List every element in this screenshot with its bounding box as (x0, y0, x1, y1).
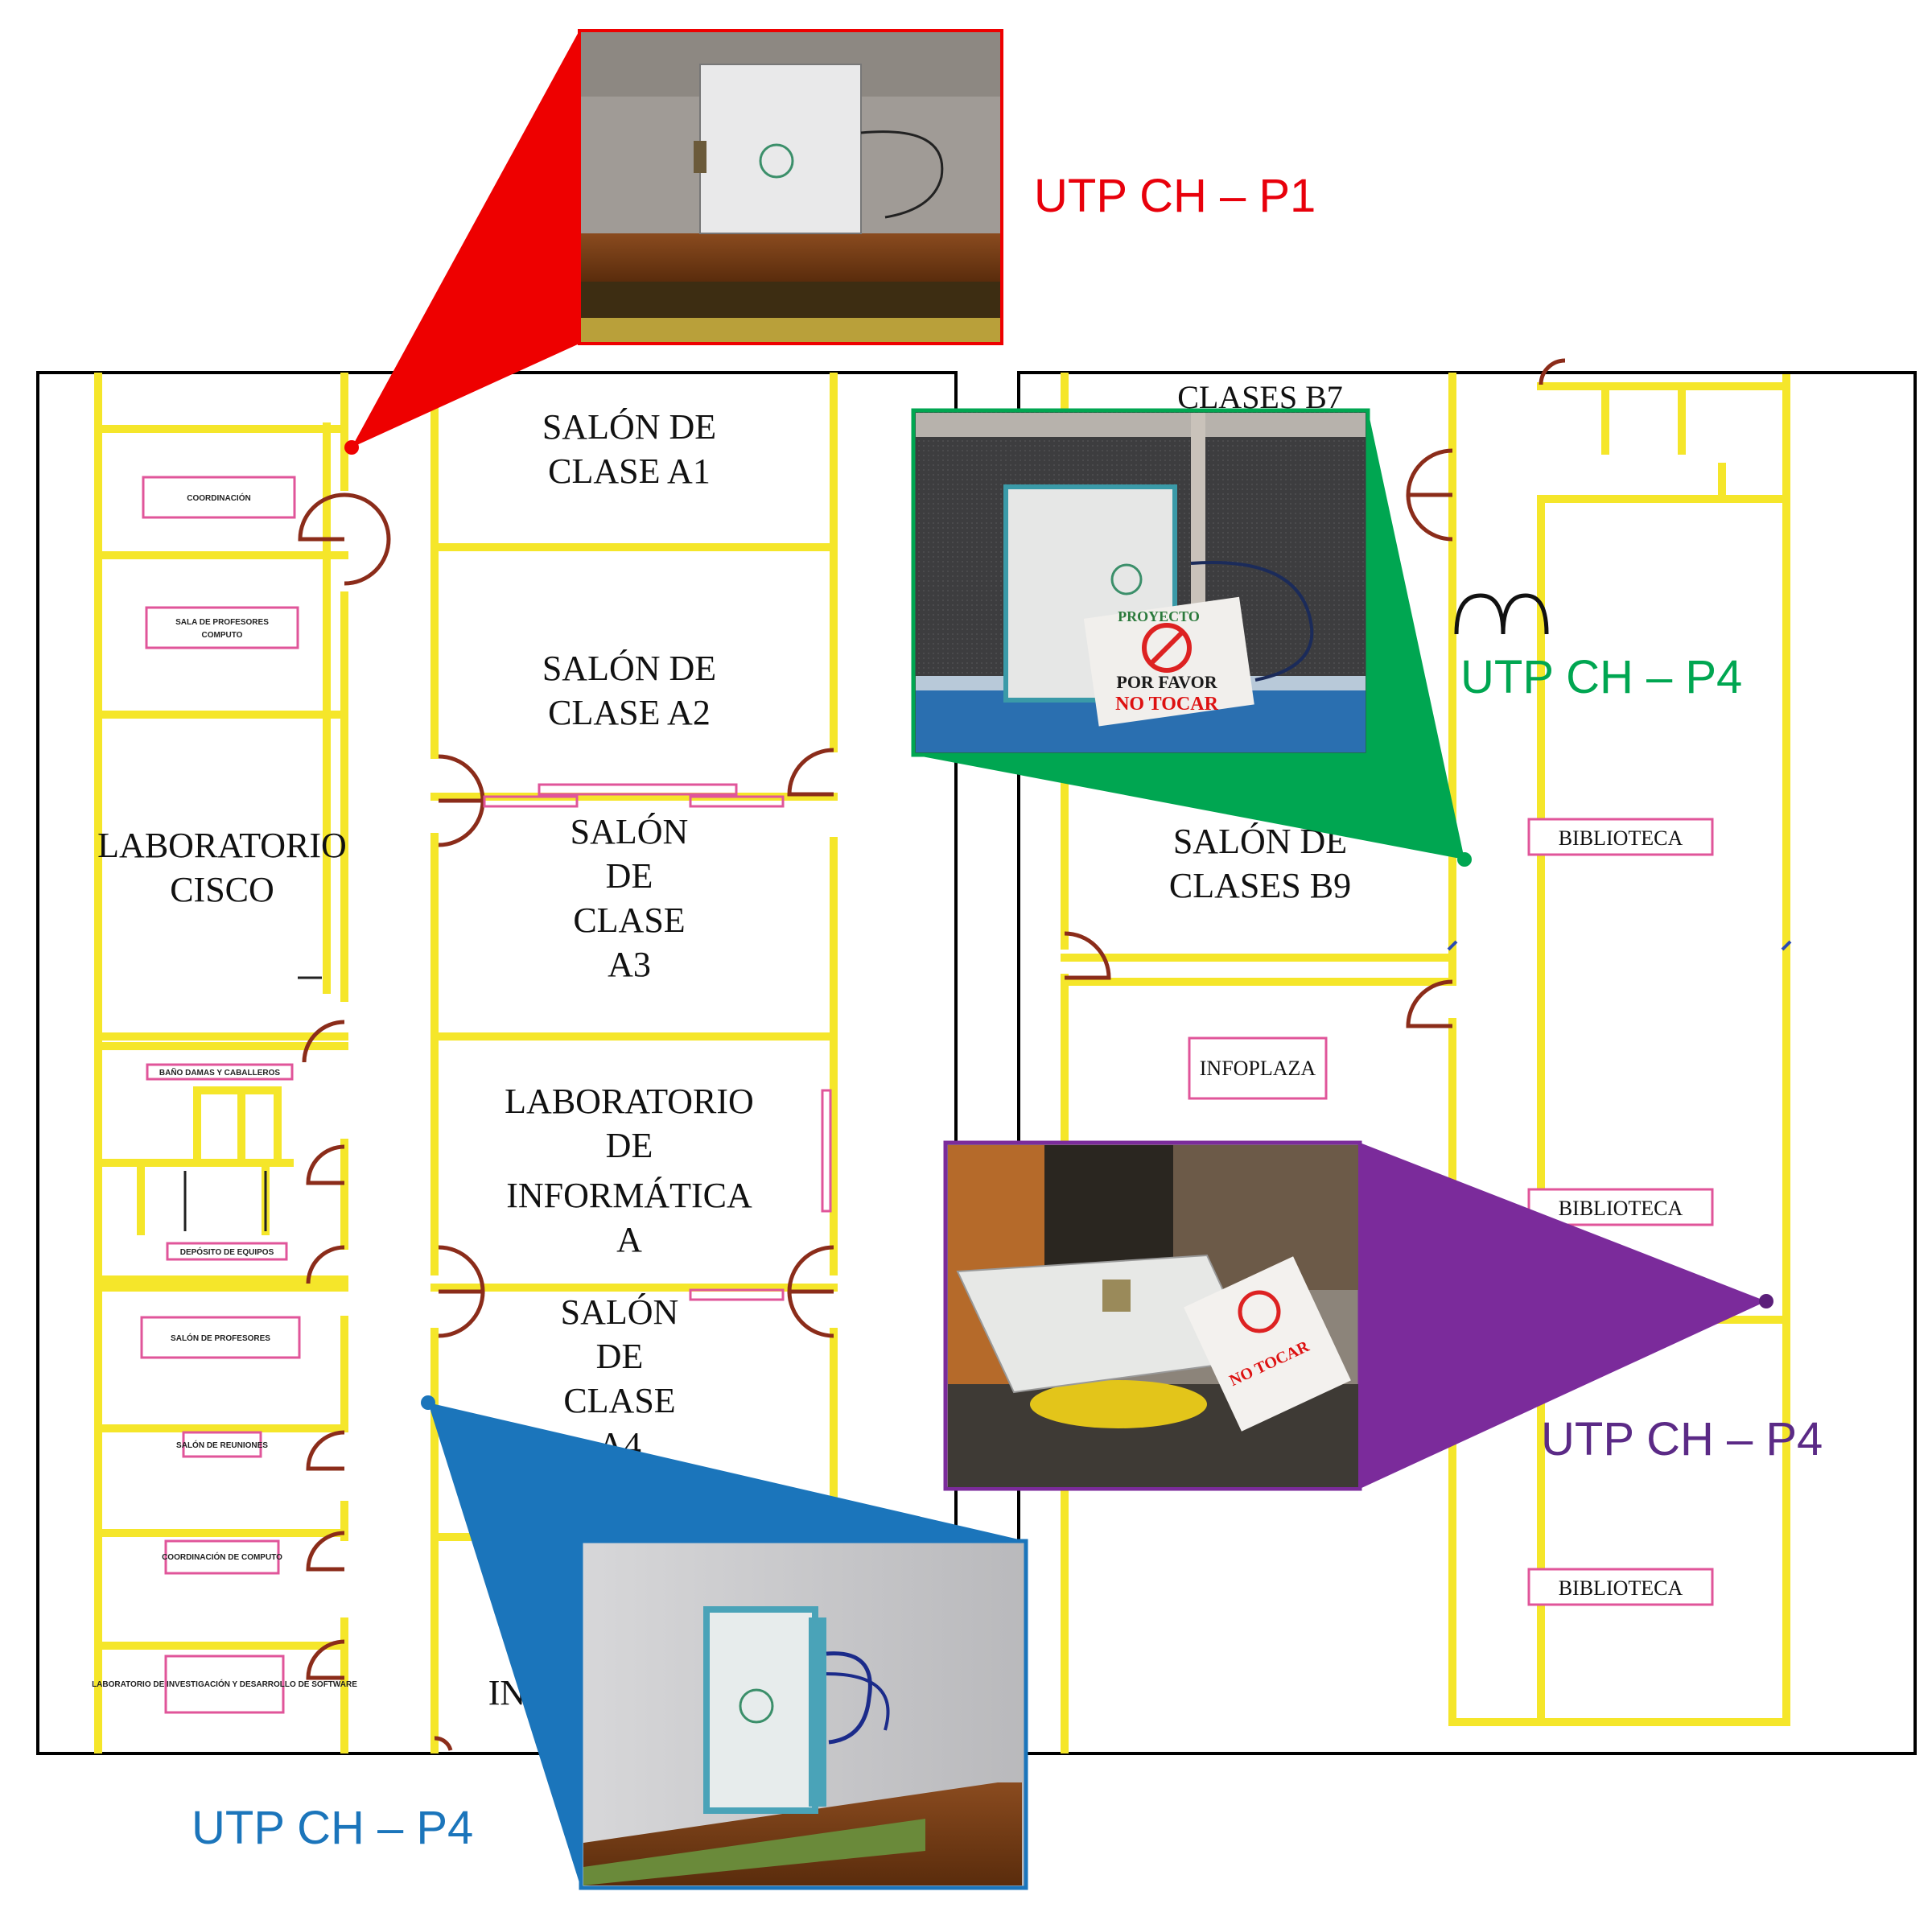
svg-text:INFOPLAZA: INFOPLAZA (1200, 1057, 1316, 1080)
room-label-b9: SALÓN DE CLASES B9 (1169, 822, 1351, 905)
svg-text:LABORATORIO: LABORATORIO (97, 826, 347, 865)
svg-text:BIBLIOTECA: BIBLIOTECA (1559, 826, 1683, 850)
svg-text:A: A (616, 1220, 642, 1259)
svg-text:COORDINACIÓN: COORDINACIÓN (187, 492, 250, 503)
callout-label-p1: UTP CH – P1 (1034, 170, 1316, 222)
svg-text:CLASE: CLASE (563, 1381, 675, 1420)
small-tag-labels: COORDINACIÓN SALA DE PROFESORES COMPUTO … (92, 492, 357, 1689)
small-tags-left (140, 476, 301, 1714)
svg-text:SALÓN DE PROFESORES: SALÓN DE PROFESORES (171, 1333, 270, 1343)
svg-text:SALÓN DE REUNIONES: SALÓN DE REUNIONES (176, 1440, 268, 1450)
svg-text:CLASES B9: CLASES B9 (1169, 866, 1351, 905)
room-label-cisco: LABORATORIO CISCO (97, 826, 347, 909)
right-building-frame (1017, 371, 1917, 1755)
left-building-doors (298, 492, 834, 1751)
tag-biblioteca-1: BIBLIOTECA (1527, 818, 1714, 856)
svg-text:COMPUTO: COMPUTO (202, 631, 243, 640)
tag-biblioteca-3: BIBLIOTECA (1527, 1568, 1714, 1606)
room-label-a2: SALÓN DE CLASE A2 (542, 649, 716, 732)
svg-text:PROYECTO: PROYECTO (1118, 608, 1200, 624)
device-sign-green: PROYECTO POR FAVOR NO TOCAR (1083, 596, 1254, 727)
svg-text:CLASE A2: CLASE A2 (548, 693, 711, 732)
svg-text:CLASE: CLASE (573, 900, 685, 940)
room-label-lab-informatica: LABORATORIO DE INFORMÁTICA A (505, 1082, 754, 1259)
svg-text:BAÑO DAMAS Y CABALLEROS: BAÑO DAMAS Y CABALLEROS (159, 1067, 281, 1078)
svg-text:SALÓN DE: SALÓN DE (542, 407, 716, 447)
svg-text:DE: DE (606, 1126, 653, 1165)
svg-text:BIBLIOTECA: BIBLIOTECA (1559, 1576, 1683, 1600)
svg-text:DE: DE (596, 1337, 644, 1376)
callout-green: PROYECTO POR FAVOR NO TOCAR (911, 408, 1472, 867)
svg-text:POR FAVOR: POR FAVOR (1116, 672, 1217, 692)
double-door-symbol (1454, 593, 1549, 635)
right-building-doors (1064, 358, 1566, 1028)
callout-label-blue: UTP CH – P4 (192, 1802, 474, 1854)
callout-label-green: UTP CH – P4 (1460, 651, 1743, 703)
svg-text:CLASE A1: CLASE A1 (548, 451, 711, 491)
svg-text:NO TOCAR: NO TOCAR (1115, 694, 1218, 715)
room-label-a1: SALÓN DE CLASE A1 (542, 407, 716, 491)
svg-text:A3: A3 (608, 945, 651, 984)
svg-text:BIBLIOTECA: BIBLIOTECA (1559, 1197, 1683, 1220)
left-window-marks (483, 783, 832, 1301)
callout-p1-red (344, 29, 1003, 455)
svg-text:DE: DE (606, 856, 653, 896)
right-small-marks (1447, 940, 1792, 951)
svg-text:INFORMÁTICA: INFORMÁTICA (506, 1176, 752, 1215)
room-label-a3: SALÓN DE CLASE A3 (571, 812, 689, 984)
svg-text:LABORATORIO DE INVESTIGACIÓN Y: LABORATORIO DE INVESTIGACIÓN Y DESARROLL… (92, 1679, 357, 1689)
svg-text:DEPÓSITO DE EQUIPOS: DEPÓSITO DE EQUIPOS (180, 1247, 274, 1257)
svg-text:COORDINACIÓN DE COMPUTO: COORDINACIÓN DE COMPUTO (162, 1552, 282, 1562)
svg-text:LABORATORIO: LABORATORIO (505, 1082, 754, 1121)
svg-text:SALA DE PROFESORES: SALA DE PROFESORES (175, 618, 269, 627)
tag-biblioteca-2: BIBLIOTECA (1527, 1188, 1714, 1226)
svg-text:SALÓN: SALÓN (561, 1292, 679, 1332)
callout-blue (421, 1395, 1028, 1890)
callout-label-purple: UTP CH – P4 (1541, 1413, 1823, 1465)
svg-text:CISCO: CISCO (170, 870, 274, 909)
left-inner-dark-lines (183, 976, 322, 1231)
callout-purple: NO TOCAR (943, 1140, 1773, 1491)
svg-text:SALÓN DE: SALÓN DE (542, 649, 716, 688)
device-sign-purple: NO TOCAR (1184, 1256, 1351, 1432)
svg-text:SALÓN: SALÓN (571, 812, 689, 851)
tag-infoplaza: INFOPLAZA (1188, 1036, 1328, 1100)
